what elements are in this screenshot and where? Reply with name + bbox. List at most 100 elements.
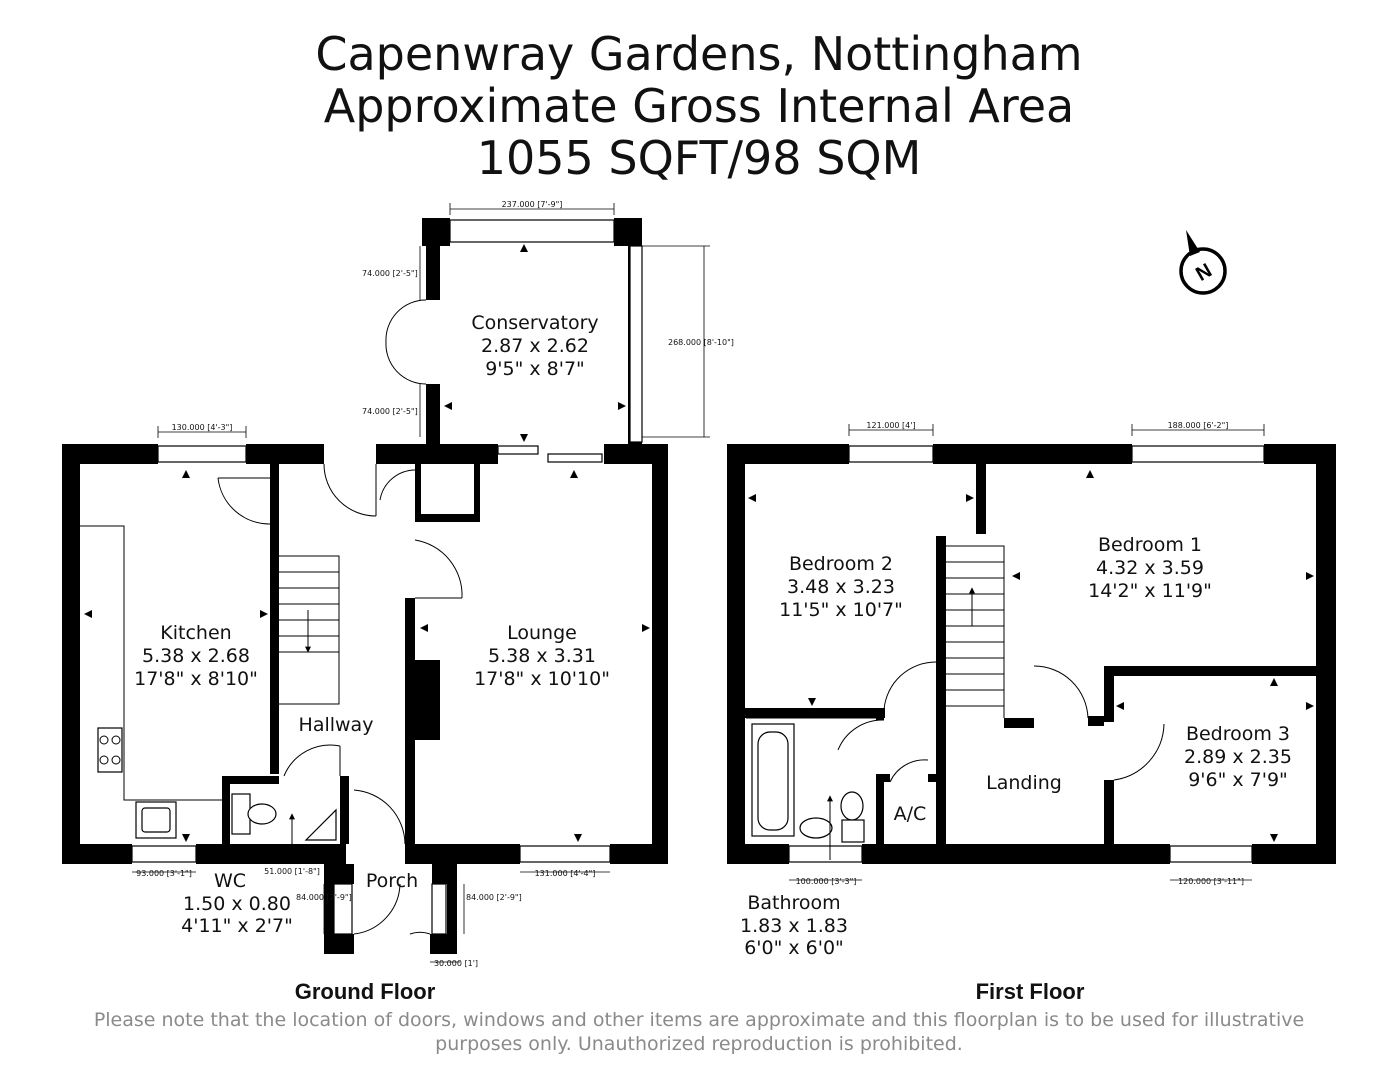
arrow-mark: [1116, 702, 1124, 710]
conservatory-imperial: 9'5" x 8'7": [485, 358, 585, 380]
dim-wc-win: 51.000 [1'-8"]: [264, 867, 320, 876]
stairs-outline: [279, 555, 340, 705]
kitchen-bottom-wall-left: [62, 844, 132, 864]
room-labels: Conservatory 2.87 x 2.62 9'5" x 8'7" Kit…: [134, 312, 1292, 959]
porch-door-swing: [353, 883, 401, 935]
bed2-door-jamb: [876, 708, 884, 720]
bath-toilet: [840, 791, 864, 821]
bedroom2-imperial: 11'5" x 10'7": [779, 599, 903, 621]
wc-imperial: 4'11" x 2'7": [181, 915, 293, 937]
arrow-mark: [642, 624, 650, 632]
rear-door-swing: [323, 463, 377, 517]
bedroom1-name: Bedroom 1: [1098, 534, 1202, 556]
wc-door-swing: [283, 744, 341, 777]
porch-left-window: [333, 883, 353, 935]
cupboard-door-swing: [379, 469, 416, 501]
porch-door-small: [409, 931, 431, 935]
floor-labels: Ground Floor First Floor: [295, 979, 1085, 1004]
compass-label: N: [1192, 260, 1216, 286]
dim-bath-win: 100.000 [3'-3"]: [796, 877, 857, 886]
front-door-swing: [353, 789, 406, 845]
cons-right-window: [629, 245, 643, 443]
ff-bottom-wall-3: [1252, 844, 1336, 864]
lounge-bottom-wall-right: [610, 844, 668, 864]
lounge-window: [519, 845, 611, 863]
kitchen-door-swing: [217, 477, 271, 525]
cupboard-bottom: [415, 514, 480, 522]
hall-top-wall: [376, 444, 498, 464]
arrow-mark: [1306, 572, 1314, 580]
arrow-mark: [1012, 572, 1020, 580]
arrow-mark: [748, 494, 756, 502]
lounge-door-swing: [414, 539, 463, 599]
arrow-mark: [570, 470, 578, 478]
compass-icon: N: [1179, 230, 1227, 295]
kitchen-top-wall-left: [62, 444, 158, 464]
lounge-right-wall: [652, 444, 668, 864]
ff-left-wall: [727, 444, 745, 864]
bedroom3-metric: 2.89 x 2.35: [1184, 746, 1292, 768]
arrow-mark: [444, 402, 452, 410]
bed3-window: [1169, 845, 1253, 863]
dim-kitchen-bottom: 93.000 [3'-1"]: [136, 869, 192, 878]
conservatory-metric: 2.87 x 2.62: [481, 335, 589, 357]
arrow-mark: [1086, 470, 1094, 478]
kitchen-metric: 5.38 x 2.68: [142, 645, 250, 667]
dim-porch-bottom: 30.000 [1']: [434, 959, 478, 968]
lounge-metric: 5.38 x 3.31: [488, 645, 596, 667]
bedroom1-metric: 4.32 x 3.59: [1096, 557, 1204, 579]
first-floor: [727, 444, 1336, 864]
arrow-mark: [574, 834, 582, 842]
dim-lounge-win: 131.000 [4'-4"]: [535, 869, 596, 878]
ac-top-right: [928, 774, 946, 782]
ground-windows: [97, 219, 643, 935]
bed3-bottom-left-wall: [1104, 780, 1114, 846]
kitchen-imperial: 17'8" x 8'10": [134, 668, 258, 690]
wc-basin: [304, 808, 337, 841]
dim-bed1-win: 188.000 [6'-2"]: [1168, 421, 1229, 430]
dim-porch-left: 84.000 [2'-9"]: [296, 893, 352, 902]
arrow-mark: [808, 698, 816, 706]
cupboard-right: [474, 464, 480, 522]
room-arrows: [84, 244, 1314, 842]
bathroom-imperial: 6'0" x 6'0": [744, 937, 844, 959]
kitchen-left-wall: [62, 444, 80, 864]
wc-toilet: [247, 803, 277, 825]
hallway-name: Hallway: [299, 714, 374, 736]
ff-stairs: [946, 545, 1005, 718]
chimney-breast: [415, 660, 440, 740]
hob-ring: [99, 755, 109, 765]
bed2-door-swing: [883, 661, 937, 711]
porch-bottom-left: [324, 934, 354, 954]
landing-door-swing: [1033, 665, 1089, 719]
wc-right-wall: [340, 776, 349, 844]
hall-lounge-wall: [405, 598, 415, 844]
bathroom-name: Bathroom: [747, 892, 840, 914]
bedroom3-imperial: 9'6" x 7'9": [1188, 769, 1288, 791]
lounge-name: Lounge: [507, 622, 577, 644]
hob: [97, 727, 123, 773]
arrow-mark: [1306, 702, 1314, 710]
porch-right-wall: [447, 864, 457, 954]
porch-bottom-right: [430, 934, 457, 954]
cons-left-lower: [426, 384, 440, 444]
bed3-door-swing: [1113, 723, 1165, 781]
title-line-3: 1055 SQFT/98 SQM: [476, 131, 922, 185]
dim-kitchen-win: 130.000 [4'-3"]: [172, 423, 233, 432]
bed1-bottom-wall: [1104, 666, 1316, 676]
wc-name: WC: [214, 870, 246, 892]
ff-lines: [746, 545, 1165, 860]
ff-bottom-wall-2: [862, 844, 1170, 864]
wc-left-wall: [222, 776, 230, 846]
ac-left-wall: [876, 774, 884, 846]
lounge-bottom-wall-left: [405, 844, 520, 864]
kitchen-hall-wall: [270, 464, 279, 774]
cons-corner-tl: [422, 218, 450, 246]
arrow-mark: [182, 470, 190, 478]
title-line-1: Capenwray Gardens, Nottingham: [315, 27, 1083, 81]
dimension-labels: 237.000 [7'-9"] 74.000 [2'-5"] 74.000 [2…: [136, 200, 1244, 968]
ff-top-wall-1: [727, 444, 849, 464]
arrow-mark: [1270, 834, 1278, 842]
arrow-mark: [260, 610, 268, 618]
